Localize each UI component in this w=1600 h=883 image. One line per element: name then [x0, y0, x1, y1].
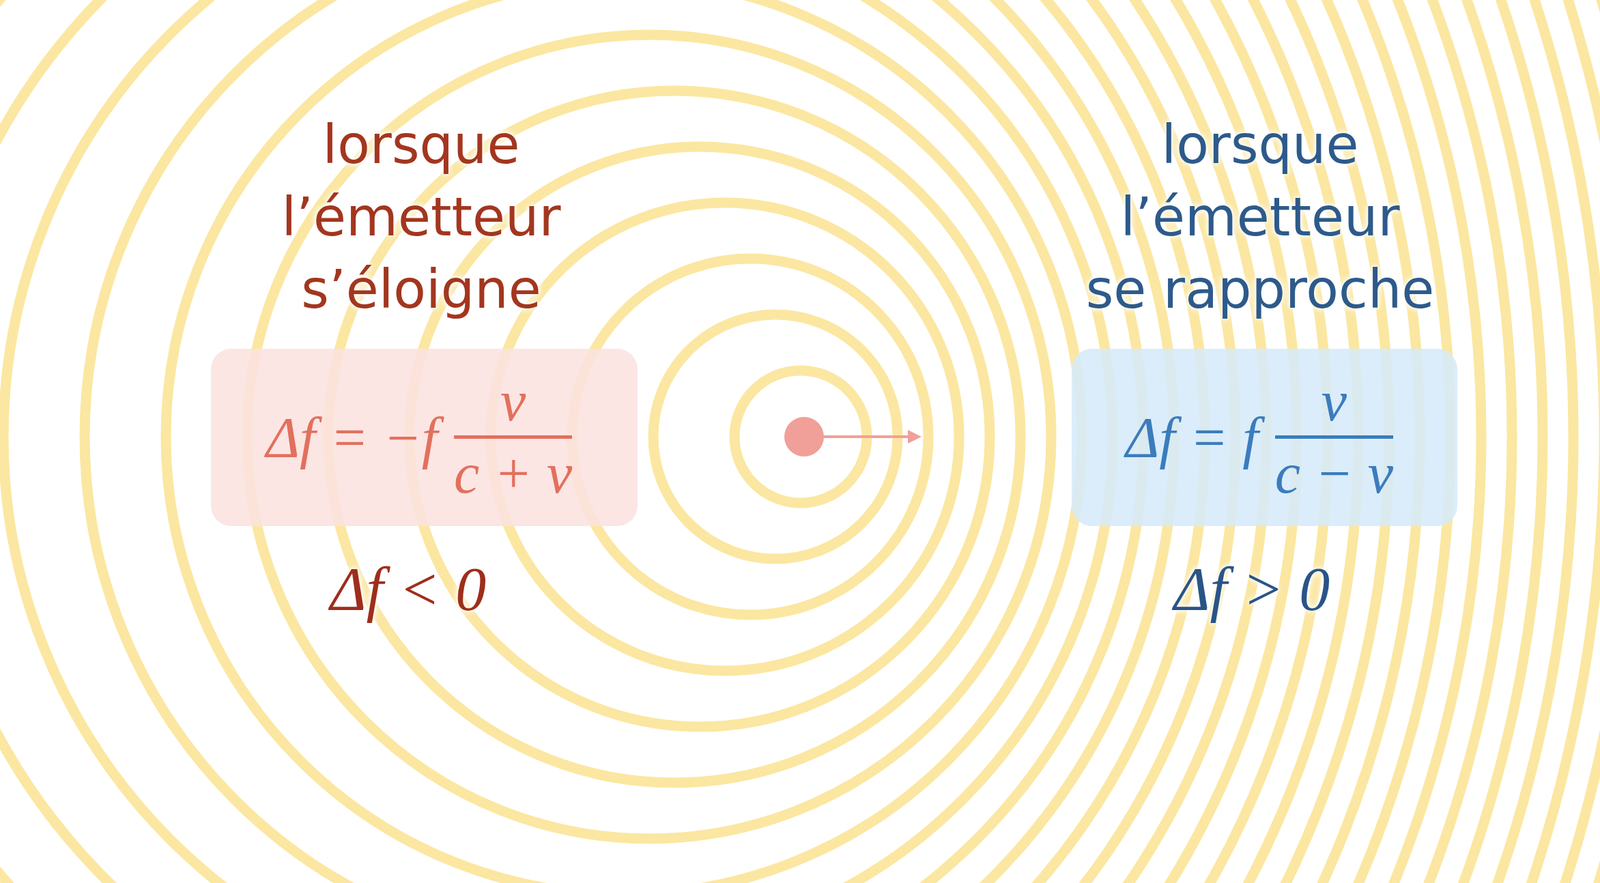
text-line: lorsque [1086, 108, 1435, 181]
wave-ring [3, 0, 1144, 883]
text-line: Δf > 0 [1174, 552, 1331, 627]
fraction-bar [453, 435, 573, 439]
text-line: se rapproche [1086, 253, 1435, 326]
wave-ring [0, 0, 1205, 883]
text-line: lorsque [281, 108, 561, 181]
fraction: v c − v [1265, 370, 1403, 505]
sign-formula: Δf < 0 [330, 552, 487, 627]
wave-ring [0, 0, 1359, 883]
fraction-bar [1275, 435, 1394, 439]
formula-box: Δf = f v c − v [1071, 348, 1458, 527]
fraction-denominator: c − v [1275, 443, 1394, 506]
wave-ring [0, 0, 1328, 883]
wave-ring [0, 0, 1451, 883]
fraction-numerator: v [500, 370, 526, 433]
wave-ring [0, 0, 1512, 883]
heading-text: lorsque l’émetteur se rapproche [1086, 108, 1435, 326]
text-line: Δf < 0 [330, 552, 487, 627]
heading-text: lorsque l’émetteur s’éloigne [281, 108, 561, 326]
wave-ring [165, 0, 1082, 883]
text-line: s’éloigne [281, 253, 561, 326]
wave-ring [84, 0, 1113, 883]
text-line: l’émetteur [281, 180, 561, 254]
wave-ring [0, 0, 1175, 883]
formula-box: Δf = −f v c + v [210, 348, 638, 527]
sign-formula: Δf > 0 [1174, 552, 1331, 627]
emitter-dot [784, 417, 824, 457]
wave-ring [0, 0, 1236, 883]
text-line: l’émetteur [1086, 180, 1435, 254]
formula-left-side: Δf = −f [266, 404, 438, 471]
wave-ring [0, 0, 1543, 883]
fraction-denominator: c + v [453, 443, 573, 506]
wave-ring [0, 0, 1482, 883]
formula-left-side: Δf = f [1125, 404, 1259, 471]
fraction-numerator: v [1321, 370, 1347, 433]
fraction: v c + v [444, 370, 582, 505]
wave-ring [247, 34, 1052, 839]
